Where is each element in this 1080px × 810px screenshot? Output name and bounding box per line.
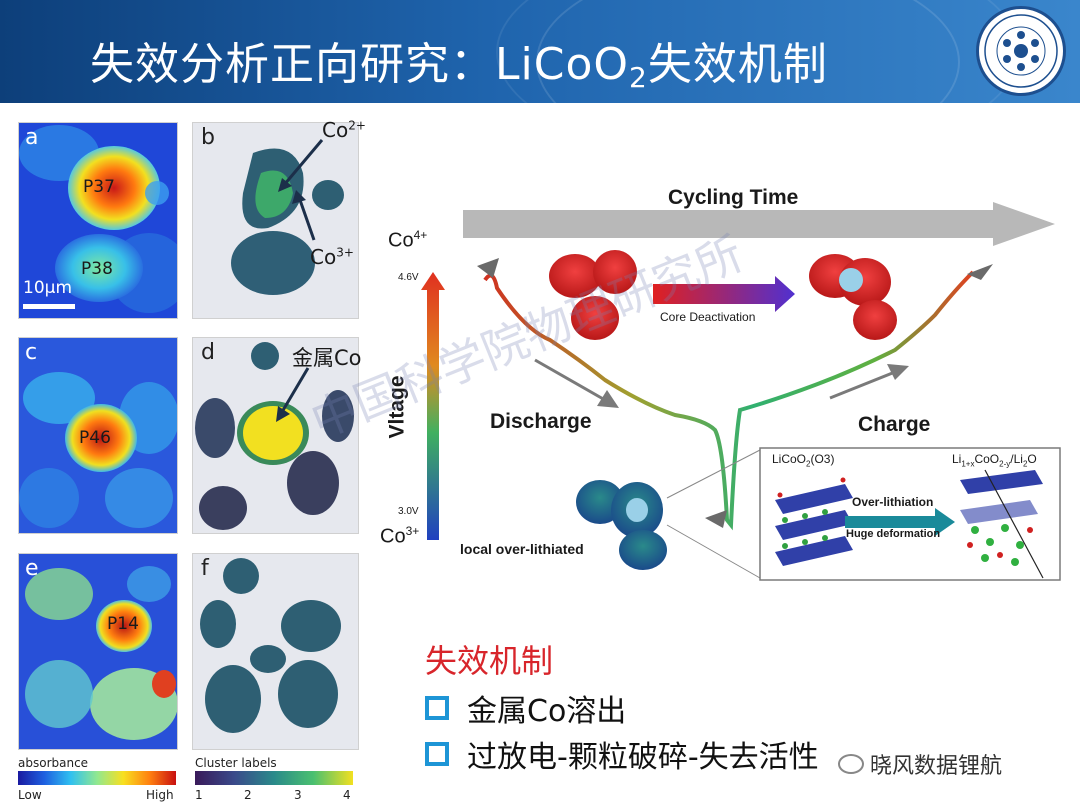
wechat-watermark: 晓风数据锂航 — [838, 748, 1002, 780]
local-over-lithiated-label: local over-lithiated — [460, 541, 584, 557]
scale-bar-label: 10μm — [23, 278, 73, 298]
voltage-low-label: 3.0V — [398, 506, 419, 517]
over-lithiation-arrow — [845, 508, 955, 536]
voltage-high-label: 4.6V — [398, 272, 419, 283]
particle-label-p38: P38 — [81, 259, 113, 279]
cycling-time-label: Cycling Time — [668, 186, 799, 209]
slide-title: 失效分析正向研究：LiCoO2失效机制 — [90, 28, 828, 94]
panel-d-arrow — [276, 367, 310, 422]
cycling-time-arrow — [463, 202, 1055, 246]
wechat-icon — [838, 754, 864, 774]
wechat-account-name: 晓风数据锂航 — [870, 754, 1003, 779]
panel-label-f: f — [201, 556, 209, 581]
panel-label-a: a — [25, 125, 39, 150]
bullet-text: 金属Co溶出 — [467, 694, 627, 729]
discharge-arrow — [534, 358, 606, 402]
title-subscript: 2 — [629, 61, 648, 94]
title-text-suffix: 失效机制 — [647, 39, 828, 90]
cluster-tick-2: 2 — [244, 788, 252, 802]
licoo2-structure — [775, 477, 853, 566]
panel-label-d: d — [201, 340, 215, 365]
voltage-curve — [483, 270, 975, 531]
discharge-label: Discharge — [490, 410, 592, 433]
particle-label-p46: P46 — [79, 428, 111, 448]
cluster-tick-4: 4 — [343, 788, 351, 802]
core-deactivation-arrow — [653, 276, 795, 312]
licoo2-o3-label: LiCoO2(O3) — [772, 452, 835, 469]
absorbance-colorbar-title: absorbance — [18, 756, 89, 770]
bullet-item: 金属Co溶出 — [425, 686, 626, 730]
bullet-square-icon — [425, 696, 449, 720]
huge-deformation-label: Huge deformation — [846, 528, 941, 540]
co3-label-diagram: Co3+ — [380, 524, 420, 548]
title-text: 失效分析正向研究：LiCoO — [90, 39, 630, 90]
charge-label: Charge — [858, 413, 931, 436]
bullet-item: 过放电-颗粒破碎-失去活性 — [425, 732, 819, 776]
product-structure — [960, 469, 1044, 579]
mechanism-title: 失效机制 — [425, 642, 554, 680]
panel-label-c: c — [25, 340, 38, 365]
absorbance-low-label: Low — [18, 788, 42, 802]
voltage-arrow — [421, 272, 445, 540]
co2-label: Co2+ — [322, 118, 366, 142]
co4-label: Co4+ — [388, 228, 428, 252]
product-label: Li1+xCoO2-y/Li2O — [952, 452, 1037, 469]
panel-b-image: b — [192, 122, 359, 319]
panel-b-arrows — [278, 139, 324, 241]
panel-f-image: f — [192, 553, 359, 750]
cluster-colorbar — [195, 771, 353, 785]
panel-c-image: c P46 — [18, 337, 178, 534]
marker-triangle — [477, 258, 499, 278]
bullet-square-icon — [425, 742, 449, 766]
metal-co-label: 金属Co — [292, 346, 362, 370]
panel-a-image: a P37 P38 10μm — [18, 122, 178, 319]
mechanism-diagram — [421, 202, 1061, 581]
panel-e-image: e P14 — [18, 553, 178, 750]
panel-d-image: d — [192, 337, 359, 534]
absorbance-high-label: High — [146, 788, 174, 802]
panel-label-e: e — [25, 556, 39, 581]
particle-label-p14: P14 — [107, 614, 139, 634]
panel-label-b: b — [201, 125, 215, 150]
cluster-tick-1: 1 — [195, 788, 203, 802]
over-lithiation-label: Over-lithiation — [852, 495, 934, 509]
bullet-text: 过放电-颗粒破碎-失去活性 — [467, 740, 819, 775]
cluster-colorbar-title: Cluster labels — [195, 756, 277, 770]
particle-label-p37: P37 — [83, 177, 115, 197]
co3-label-b: Co3+ — [310, 245, 354, 269]
title-bar: 失效分析正向研究：LiCoO2失效机制 — [0, 0, 1080, 103]
cas-logo — [976, 6, 1066, 96]
marker-triangle — [705, 510, 727, 528]
scale-bar — [23, 304, 75, 309]
cluster-tick-3: 3 — [294, 788, 302, 802]
charge-arrow — [829, 370, 896, 400]
absorbance-colorbar — [18, 771, 176, 785]
core-deactivation-label: Core Deactivation — [660, 310, 756, 324]
marker-triangle — [967, 264, 993, 280]
